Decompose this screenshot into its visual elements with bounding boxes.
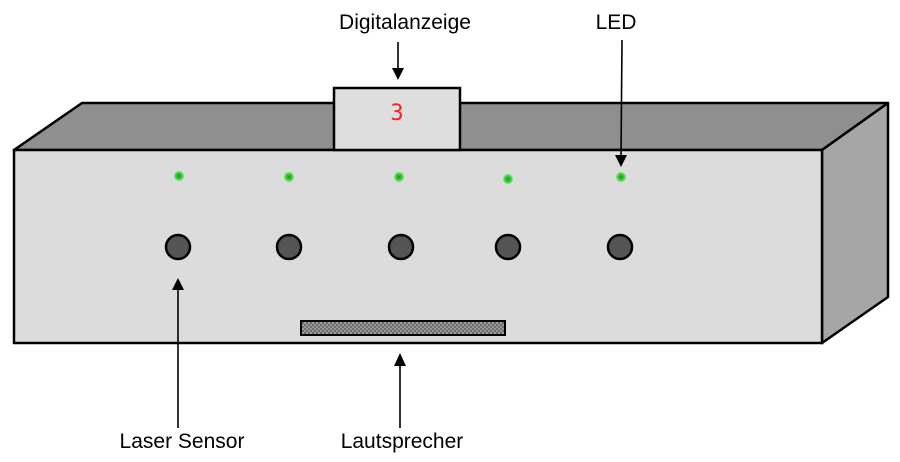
speaker-arrowhead xyxy=(394,353,406,366)
speaker-grille xyxy=(300,320,506,336)
laser-sensor xyxy=(275,233,303,261)
label-display: Digitalanzeige xyxy=(339,11,471,34)
box-front-face xyxy=(12,148,824,345)
led-indicator xyxy=(174,171,184,181)
display-digit: 3 xyxy=(390,101,403,126)
arrows xyxy=(172,39,627,428)
label-led: LED xyxy=(596,11,637,34)
led-indicator xyxy=(616,172,626,182)
laser-sensor xyxy=(494,233,522,261)
sensor-row xyxy=(164,233,634,261)
digital-display xyxy=(332,86,462,152)
led-arrow xyxy=(620,39,623,158)
laser-sensor xyxy=(164,233,192,261)
label-sensor: Laser Sensor xyxy=(120,430,245,453)
laser-sensor xyxy=(387,233,415,261)
display-arrowhead xyxy=(392,68,404,80)
laser-sensor xyxy=(606,233,634,261)
led-row xyxy=(174,171,626,184)
led-indicator xyxy=(284,172,294,182)
sensor-arrowhead xyxy=(172,278,184,290)
led-indicator xyxy=(503,174,513,184)
led-arrowhead xyxy=(615,155,627,167)
led-indicator xyxy=(394,172,404,182)
label-speaker: Lautsprecher xyxy=(341,430,464,453)
